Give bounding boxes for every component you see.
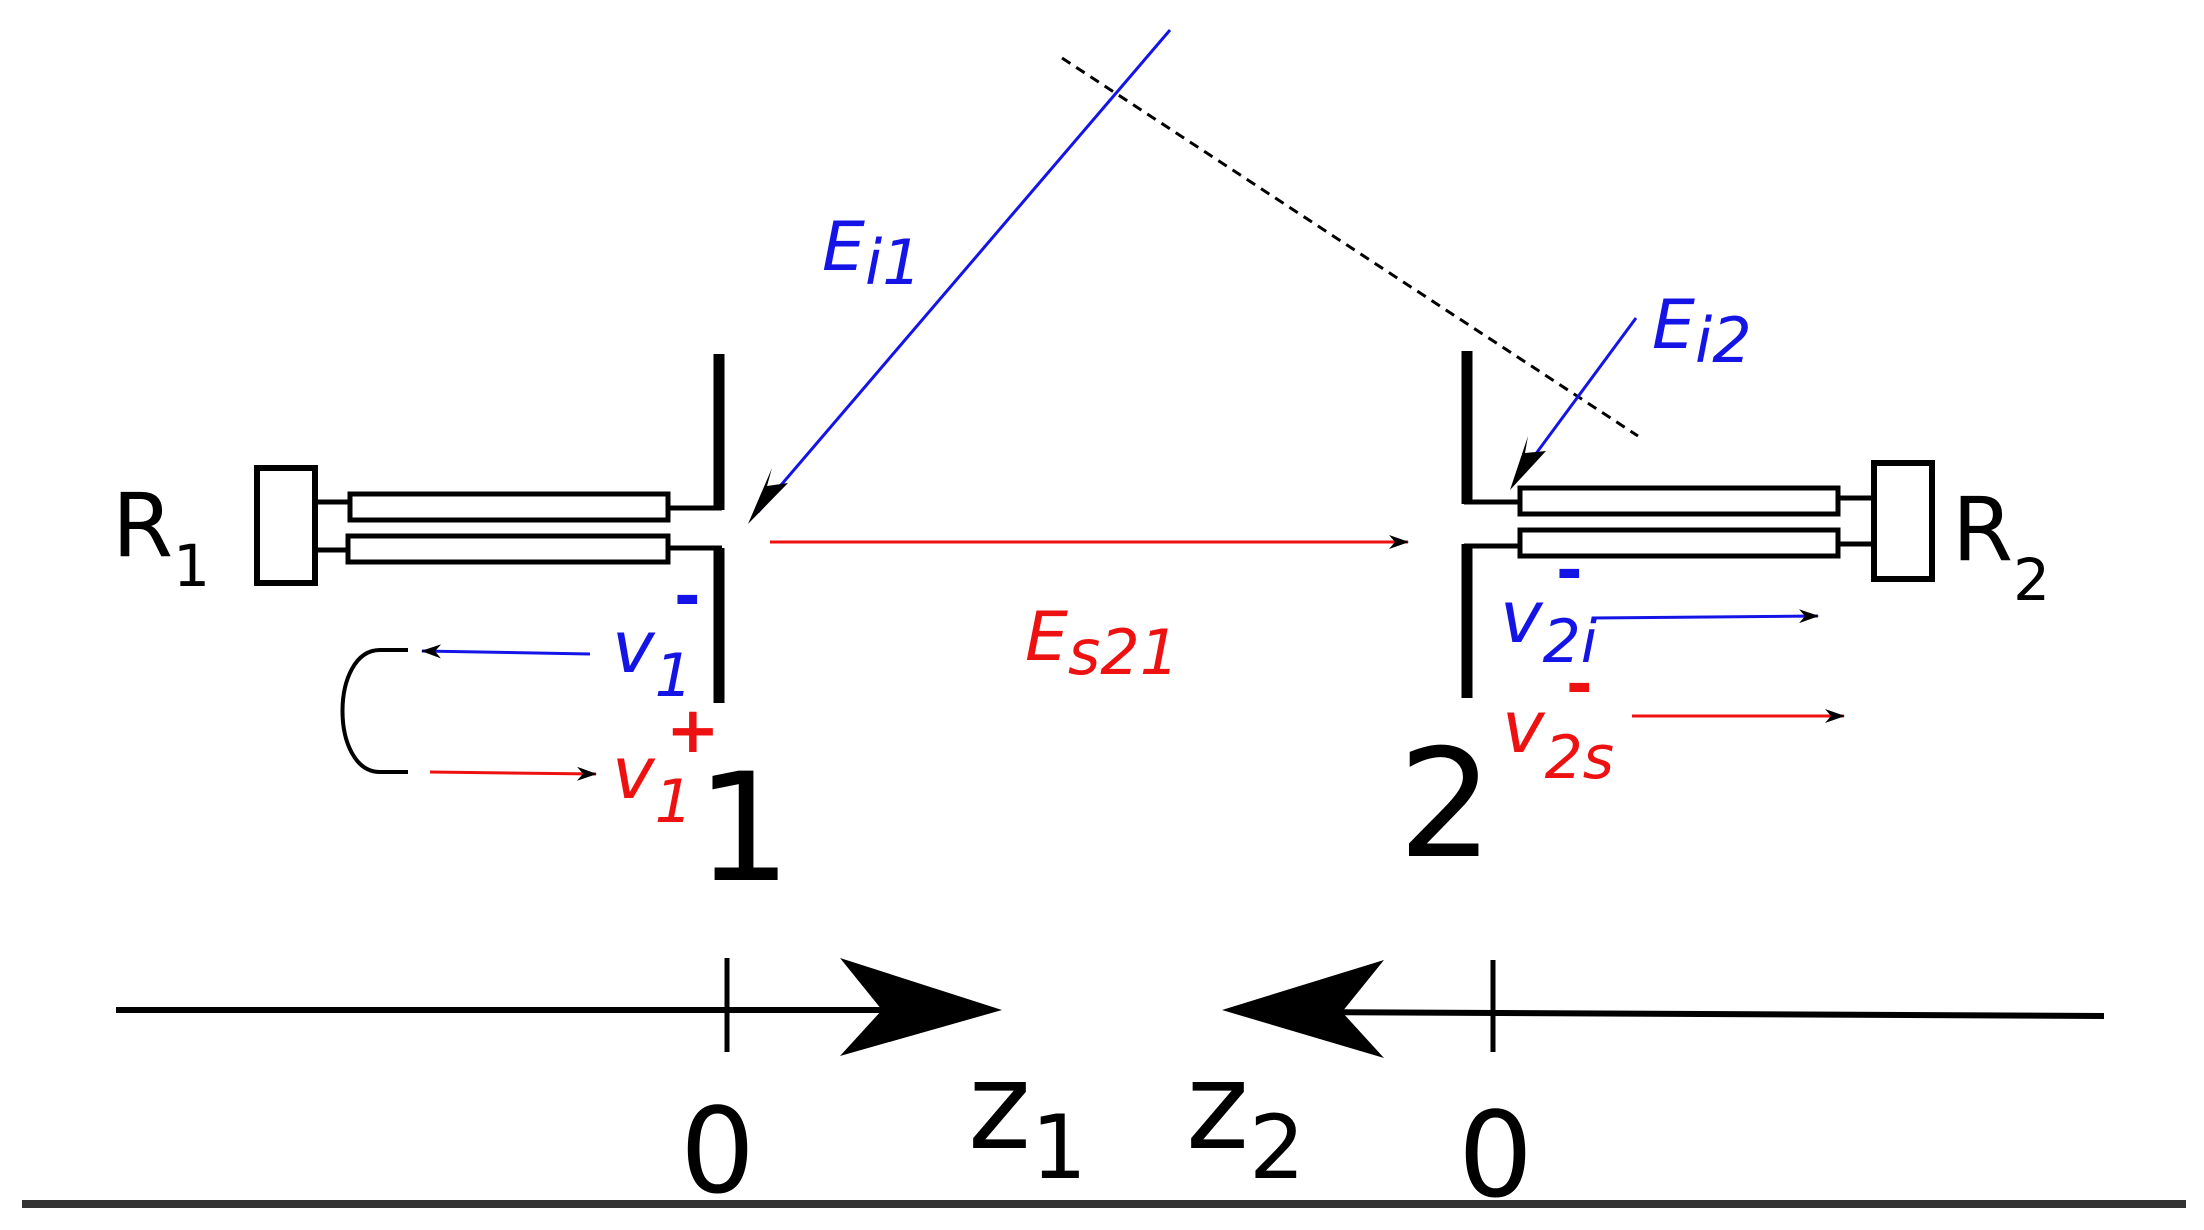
reflection-bracket — [340, 648, 408, 774]
voltage-v1-scattered-sign: + — [666, 694, 720, 768]
field-ei1-label: Ei1 — [822, 208, 922, 299]
z1-axis-arrowhead — [840, 958, 1002, 1056]
z2-axis — [1289, 1009, 2105, 1019]
incident-ray-2-arrowhead — [1510, 436, 1546, 490]
z1-origin-label: 0 — [680, 1082, 755, 1220]
antenna-2-line-conductor-b — [1517, 527, 1841, 559]
z2-origin-label: 0 — [1458, 1086, 1533, 1224]
z2-axis-arrowhead — [1222, 960, 1384, 1058]
z2-axis-label: z2 — [1186, 1038, 1305, 1199]
voltage-v2i-label: v2i — [1500, 575, 1598, 677]
field-ei2-label: Ei2 — [1652, 286, 1752, 377]
v2i-arrow — [1591, 609, 1819, 624]
v1-scattered-arrow — [429, 766, 597, 781]
voltage-v1-scattered-label: v1 — [612, 731, 693, 837]
load-r2-label: R2 — [1952, 478, 2050, 614]
incident-ray-1-arrowhead — [748, 468, 788, 524]
voltage-v1-incident-sign: - — [674, 560, 701, 634]
antenna-2 — [1461, 351, 1935, 698]
field-es21-label: Es21 — [1025, 598, 1179, 689]
z1-axis-label: z1 — [968, 1038, 1087, 1199]
load-r2-box — [1871, 460, 1935, 582]
incident-ray-1 — [756, 29, 1172, 513]
voltage-v1-incident-label: v1 — [612, 605, 693, 711]
antenna-1-number: 1 — [696, 742, 791, 916]
voltage-v2s-sign: - — [1566, 648, 1593, 722]
incident-ray-2 — [1516, 317, 1638, 479]
antenna-1 — [254, 354, 725, 703]
voltage-v2s-label: v2s — [1502, 685, 1614, 793]
antenna-2-line-conductor-a — [1517, 485, 1841, 517]
load-r1-label: R1 — [112, 474, 210, 600]
load-r1-box — [254, 465, 318, 586]
v1-incident-arrow — [421, 644, 591, 659]
wavefront-dashed-line — [1061, 56, 1639, 438]
antenna-2-number: 2 — [1398, 718, 1493, 892]
antenna-1-line-conductor-a — [347, 491, 671, 523]
voltage-v2i-sign: - — [1556, 534, 1583, 608]
antenna-1-line-conductor-b — [345, 533, 671, 565]
